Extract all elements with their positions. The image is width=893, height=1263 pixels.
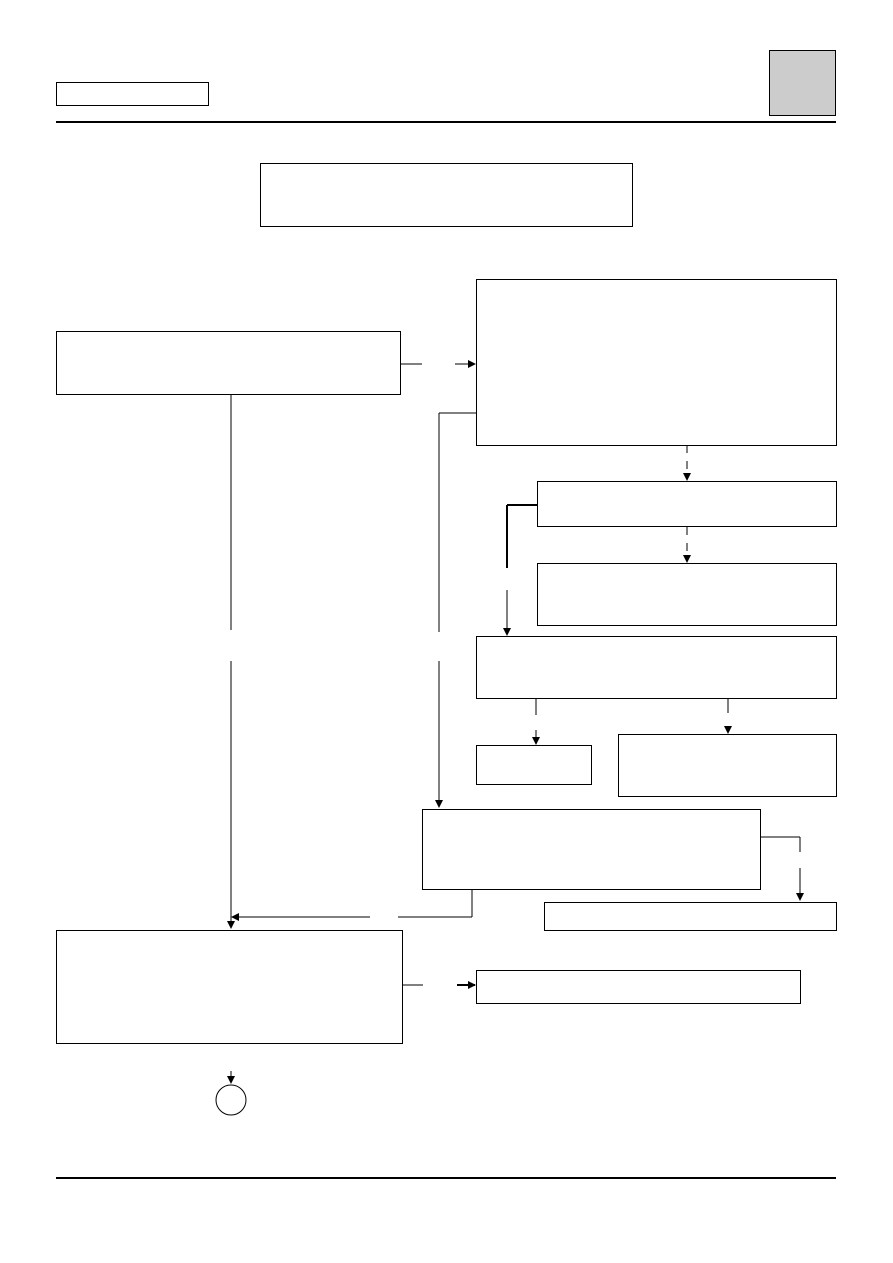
step-right-3 <box>537 563 837 626</box>
step-left-bottom <box>56 930 403 1044</box>
header-rule <box>56 121 836 123</box>
footer-rule <box>56 1177 836 1179</box>
step-middle <box>422 809 761 890</box>
result-middle-right <box>544 902 837 931</box>
section-tab <box>769 50 836 116</box>
step-right-4 <box>476 636 837 699</box>
step-right-top <box>476 279 837 446</box>
result-bottom-right <box>476 970 801 1004</box>
result-right <box>618 734 837 797</box>
result-small <box>476 745 592 785</box>
header-label-box <box>56 82 209 106</box>
step-right-2 <box>537 481 837 527</box>
title-box <box>260 163 633 227</box>
step-left-top <box>56 331 401 395</box>
connector-circle <box>215 1084 247 1116</box>
